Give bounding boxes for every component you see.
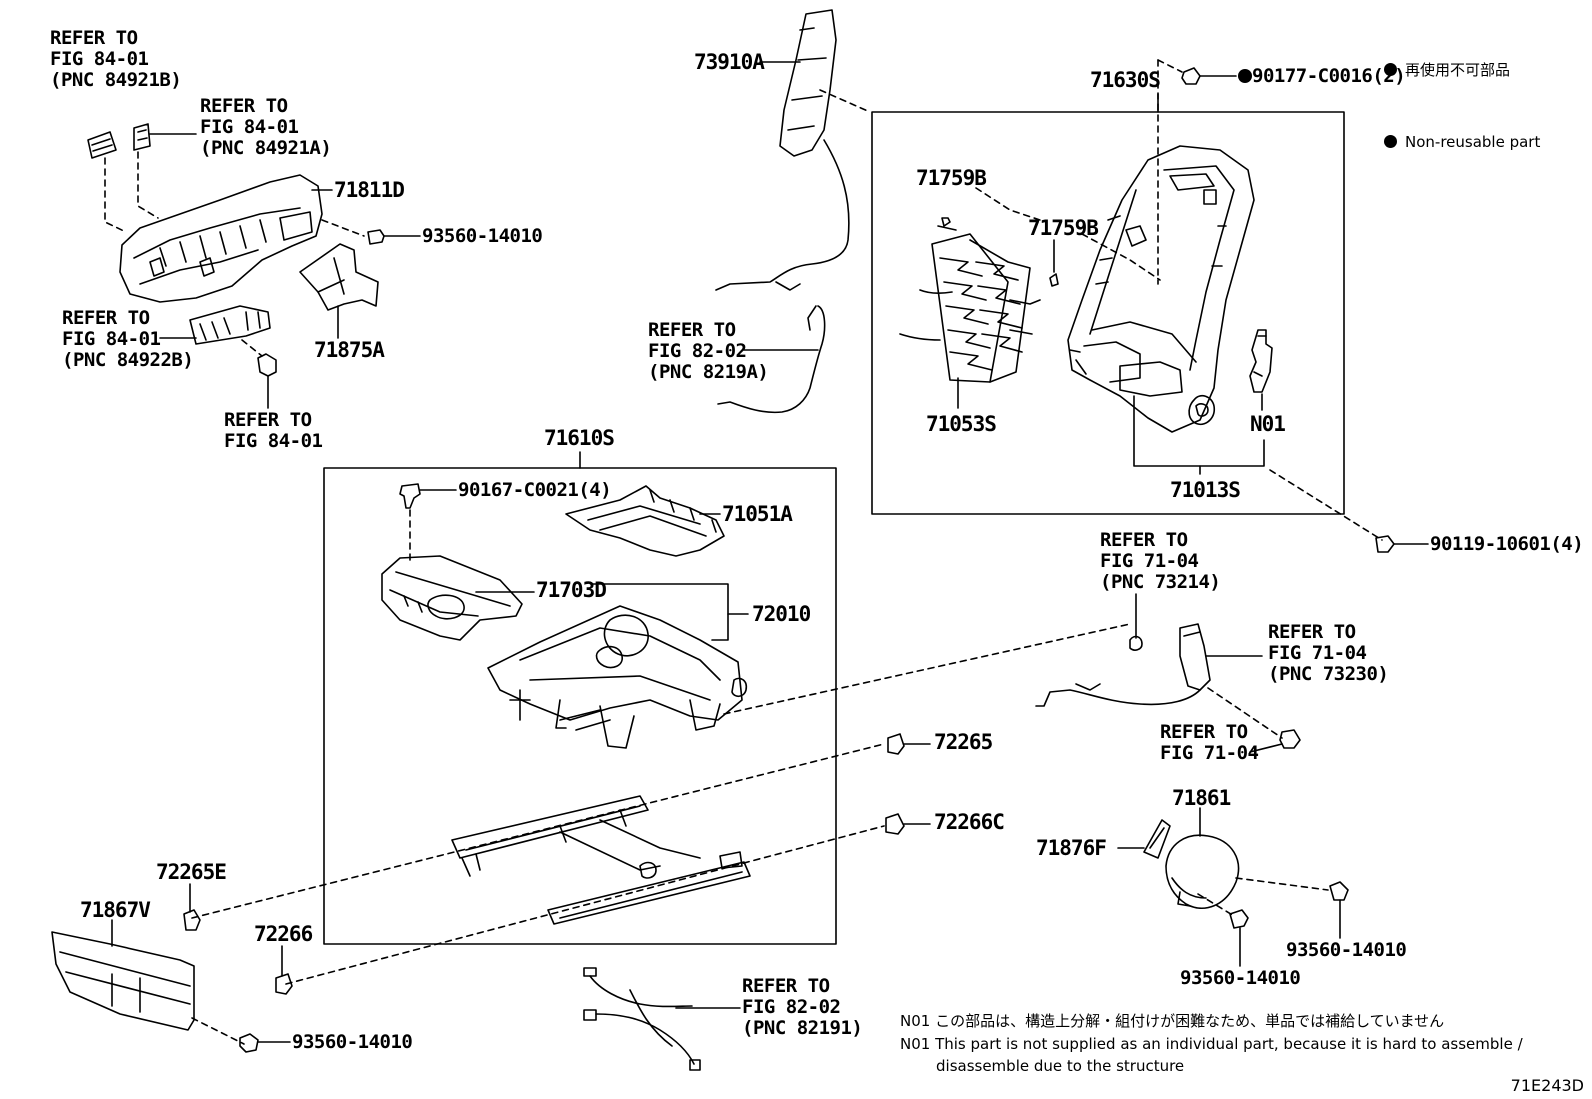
legend-jp-text: 再使用不可部品 [1405, 61, 1511, 79]
legend: 再使用不可部品 Non-reusable part [1384, 10, 1540, 178]
part-72265[interactable]: 72265 [934, 730, 993, 754]
legend-en: Non-reusable part [1384, 130, 1540, 154]
part-93560-14010-bottom[interactable]: 93560-14010 [292, 1031, 413, 1053]
part-71053S[interactable]: 71053S [926, 412, 997, 436]
ref-84921B[interactable]: REFER TO FIG 84-01 (PNC 84921B) [50, 27, 182, 91]
seat-pan-71703D [381, 555, 535, 641]
belt-buckle-harness [1035, 593, 1301, 753]
ref-73230[interactable]: REFER TO FIG 71-04 (PNC 73230) [1268, 621, 1389, 685]
legend-en-text: Non-reusable part [1405, 133, 1541, 151]
part-93560-14010-center[interactable]: 93560-14010 [1180, 967, 1301, 989]
part-90177-C0016[interactable]: 90177-C0016(2) [1238, 65, 1406, 87]
ref-84922B[interactable]: REFER TO FIG 84-01 (PNC 84922B) [62, 307, 194, 371]
note-n01-en-1: N01 This part is not supplied as an indi… [900, 1035, 1523, 1053]
ref-84921A[interactable]: REFER TO FIG 84-01 (PNC 84921A) [200, 95, 332, 159]
seat-shield-group [87, 123, 421, 409]
note-n01-jp: N01 この部品は、構造上分解・組付けが困難なため、単品では補給していません [900, 1012, 1445, 1030]
ref-8219A[interactable]: REFER TO FIG 82-02 (PNC 8219A) [648, 319, 769, 383]
seatback-springs [899, 187, 1161, 409]
part-72265E[interactable]: 72265E [156, 860, 227, 884]
part-90177-text: 90177-C0016(2) [1252, 65, 1406, 87]
part-73910A[interactable]: 73910A [694, 50, 765, 74]
part-71759B-right[interactable]: 71759B [1028, 216, 1099, 240]
part-71759B-left[interactable]: 71759B [916, 166, 987, 190]
side-airbag-assy [715, 9, 871, 291]
harness-82191 [583, 967, 741, 1071]
part-93560-14010[interactable]: 93560-14010 [422, 225, 543, 247]
part-71013S[interactable]: 71013S [1170, 478, 1241, 502]
ref-fig-71-04[interactable]: REFER TO FIG 71-04 [1160, 721, 1259, 764]
part-71867V[interactable]: 71867V [80, 898, 151, 922]
harness-8219A [717, 305, 826, 414]
seatback-frame [1067, 145, 1255, 433]
non-reusable-icon [1238, 69, 1252, 83]
part-71610S[interactable]: 71610S [544, 426, 615, 450]
cover-71861 [1117, 807, 1349, 967]
legend-jp: 再使用不可部品 [1384, 58, 1540, 82]
cushion-cover-71867V [51, 919, 291, 1053]
part-N01[interactable]: N01 [1250, 412, 1286, 436]
note-n01-en-2: disassemble due to the structure [936, 1057, 1185, 1075]
seat-track-rails [451, 795, 751, 925]
ref-82191[interactable]: REFER TO FIG 82-02 (PNC 82191) [742, 975, 863, 1039]
part-71630S[interactable]: 71630S [1090, 68, 1161, 92]
seatback-frame-box [871, 111, 1345, 515]
part-72266C[interactable]: 72266C [934, 810, 1005, 834]
n01-part [1249, 329, 1273, 411]
part-93560-14010-right[interactable]: 93560-14010 [1286, 939, 1407, 961]
ref-fig-84-01[interactable]: REFER TO FIG 84-01 [224, 409, 323, 452]
part-90119-10601[interactable]: 90119-10601(4) [1430, 533, 1584, 555]
bullet-icon [1384, 63, 1397, 76]
diagram-code: 71E243D [1510, 1076, 1584, 1095]
part-90167-C0021[interactable]: 90167-C0021(4) [458, 479, 612, 501]
part-71861[interactable]: 71861 [1172, 786, 1231, 810]
part-71876F[interactable]: 71876F [1036, 836, 1107, 860]
ref-73214[interactable]: REFER TO FIG 71-04 (PNC 73214) [1100, 529, 1221, 593]
part-71875A[interactable]: 71875A [314, 338, 385, 362]
part-71051A[interactable]: 71051A [722, 502, 793, 526]
part-72010[interactable]: 72010 [752, 602, 811, 626]
part-71703D[interactable]: 71703D [536, 578, 607, 602]
part-72266[interactable]: 72266 [254, 922, 313, 946]
cushion-spring-71051A [565, 485, 725, 557]
seat-adjuster-72010 [487, 583, 749, 749]
bullet-icon [1384, 135, 1397, 148]
part-71811D[interactable]: 71811D [334, 178, 405, 202]
